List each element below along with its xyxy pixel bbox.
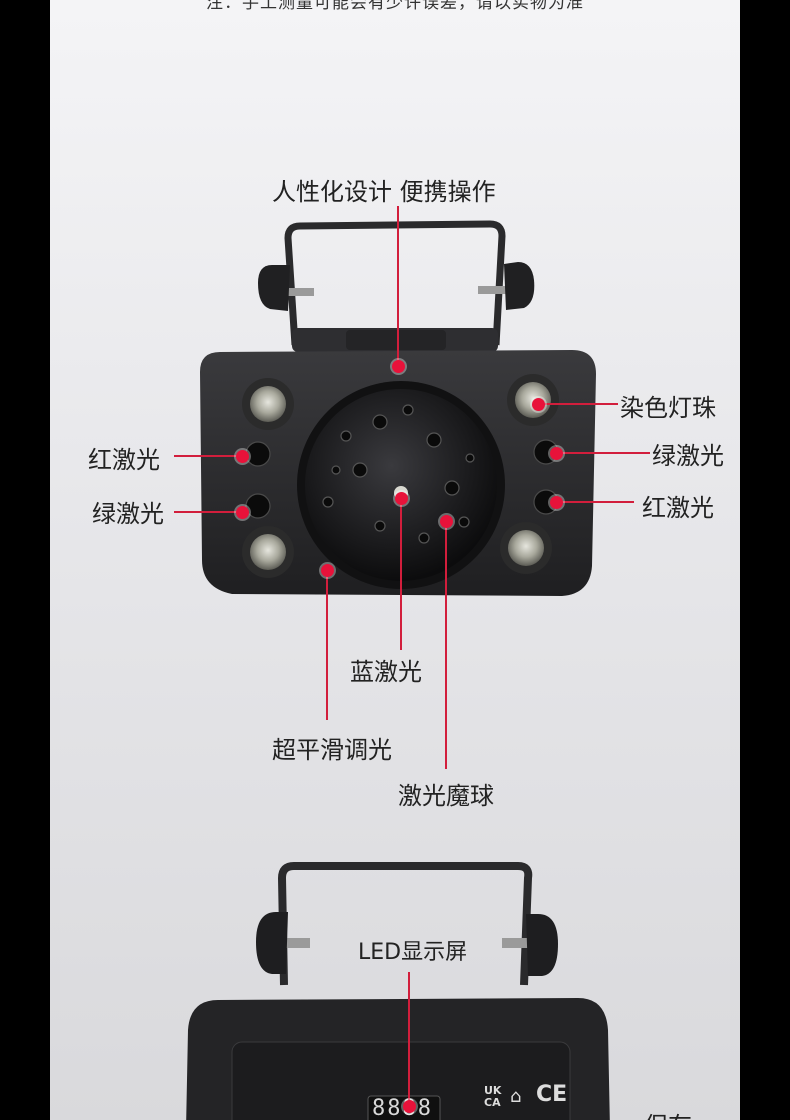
leader-green-right [556,452,650,454]
dot-red-right [549,495,563,509]
product-front-illustration [186,220,610,1120]
dot-laser-ball [439,514,453,528]
label-laser-ball: 激光魔球 [398,782,494,810]
leader-laser-ball [445,521,447,769]
bracket [284,220,506,346]
dot-design [391,359,405,373]
leader-dye-beads [540,403,618,405]
ukca-mark-bottom: CA [484,1096,501,1109]
label-green-laser-right: 绿激光 [652,442,724,470]
label-partial-bottom: 保存 [644,1106,692,1120]
home-icon: ⌂ [510,1086,522,1107]
measurement-note: 注：手工测量可能会有少许误差，请以实物为准 [206,0,584,13]
dot-red-left [235,449,249,463]
label-dimming: 超平滑调光 [272,736,392,764]
leader-blue-laser [400,498,402,650]
dot-dimming [320,563,334,577]
label-dye-beads: 染色灯珠 [620,394,716,422]
dot-blue-laser [394,491,408,505]
label-blue-laser: 蓝激光 [350,658,422,686]
laser-apertures [245,439,559,519]
left-knob-icon [258,265,314,311]
leader-red-right [556,501,634,503]
rear-left-knob-icon [256,912,310,974]
rear-right-knob-icon [502,914,558,976]
leader-dimming [326,570,328,720]
leader-led-display [408,972,410,1104]
dot-dye-beads [531,397,545,411]
label-red-laser-right: 红激光 [642,494,714,522]
label-green-laser-left: 绿激光 [92,500,164,528]
laser-ball [305,389,497,581]
led-display-readout: 8888 [372,1096,433,1120]
label-led-display: LED显示屏 [358,940,468,965]
dot-led-display [402,1099,416,1113]
ce-mark: CE [536,1082,568,1107]
dot-green-left [235,505,249,519]
label-red-laser-left: 红激光 [88,446,160,474]
right-knob-icon [478,262,535,310]
label-design: 人性化设计 便携操作 [272,178,496,206]
leader-green-left [174,511,242,513]
product-detail-panel: 注：手工测量可能会有少许误差，请以实物为准 [50,0,740,1120]
ukca-mark-top: UK [484,1084,502,1097]
rear-bracket [277,862,533,986]
dot-green-right [549,446,563,460]
leader-red-left [174,455,242,457]
leader-design [397,206,399,366]
